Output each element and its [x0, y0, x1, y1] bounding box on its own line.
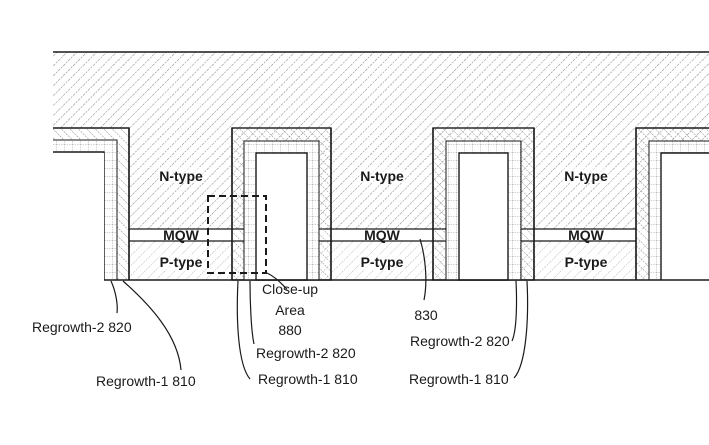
label-closeup-line1: Close-up: [262, 281, 318, 297]
leader-regrowth1-mid: [236, 280, 251, 380]
n-type-region: [53, 52, 709, 229]
leader-regrowth1-right: [513, 280, 529, 379]
label-830: 830: [414, 307, 438, 323]
trench-core: [53, 153, 104, 281]
label-regrowth-1-mid: Regrowth-1 810: [258, 371, 358, 387]
label-regrowth-2-mid: Regrowth-2 820: [256, 345, 356, 361]
p-type-label: P-type: [565, 254, 608, 270]
label-regrowth-1-left: Regrowth-1 810: [96, 373, 196, 389]
trench-1: [231, 127, 332, 281]
n-type-label: N-type: [360, 168, 404, 184]
p-type-label: P-type: [361, 254, 404, 270]
leader-lines: [110, 238, 529, 380]
label-bg: [563, 167, 609, 183]
regrowth-1-layer: [53, 128, 129, 280]
mqw-label: MQW: [364, 227, 401, 243]
label-bg: [563, 254, 609, 270]
callout-labels: Regrowth-2 820 Regrowth-1 810 Close-up A…: [32, 281, 510, 389]
n-type-label: N-type: [159, 168, 203, 184]
mqw-label: MQW: [568, 227, 605, 243]
mqw-label: MQW: [163, 227, 200, 243]
mqw-layer: [53, 229, 709, 241]
trench-2: [432, 127, 535, 281]
label-bg: [359, 254, 405, 270]
label-closeup-line2: Area: [275, 302, 305, 318]
leader-regrowth2-left: [110, 280, 118, 314]
mesa-outlines: [104, 128, 709, 281]
close-up-area-box: [207, 195, 267, 274]
leader-regrowth2-mid: [249, 280, 255, 345]
label-regrowth-2-left: Regrowth-2 820: [32, 319, 132, 335]
label-regrowth-1-right: Regrowth-1 810: [409, 371, 509, 387]
trench-core-outline: [660, 152, 709, 280]
left-trench: [53, 127, 130, 281]
leader-830: [419, 238, 427, 301]
trench-core: [255, 152, 308, 281]
label-bg: [158, 167, 204, 183]
trench-core: [458, 152, 509, 281]
n-type-label: N-type: [564, 168, 608, 184]
p-type-label: P-type: [160, 254, 203, 270]
leader-regrowth2-right: [511, 280, 518, 342]
regrowth-interface-line: [53, 139, 118, 280]
trench-core: [661, 153, 709, 280]
n-type-body: [53, 51, 709, 229]
label-bg: [359, 167, 405, 183]
right-trench: [635, 127, 709, 280]
regrowth-interface-line: [648, 140, 709, 280]
mesa-labels: N-type MQW P-type N-type MQW P-type N-ty…: [158, 167, 609, 270]
label-closeup-line3: 880: [278, 322, 302, 338]
label-bg: [158, 254, 204, 270]
leader-closeup: [266, 272, 288, 290]
label-regrowth-2-right: Regrowth-2 820: [410, 333, 510, 349]
leader-regrowth1-left: [122, 280, 182, 371]
